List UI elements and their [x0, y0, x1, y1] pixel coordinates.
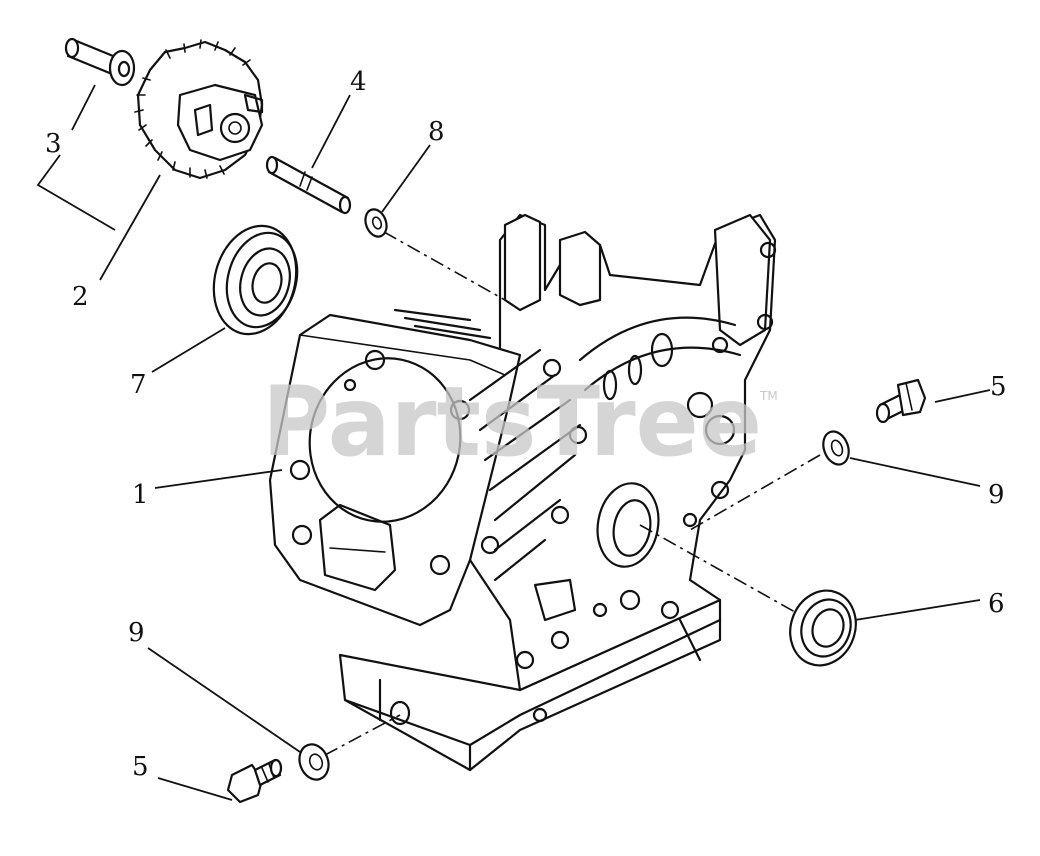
callout-9-lower: 9 [128, 618, 145, 648]
washer-small [364, 208, 388, 238]
callout-1: 1 [132, 480, 149, 510]
watermark-trademark: TM [759, 389, 778, 403]
callout-5-lower: 5 [132, 752, 149, 782]
washer-upper [822, 430, 850, 466]
bolt-upper [875, 378, 927, 424]
pin [265, 155, 352, 215]
callout-9-upper: 9 [988, 480, 1005, 510]
gear-shaft [64, 37, 136, 87]
callout-5-upper: 5 [990, 372, 1007, 402]
callout-3: 3 [45, 129, 62, 159]
leader-lines [36, 84, 991, 801]
oil-seal [789, 589, 857, 667]
crankcase [268, 213, 777, 772]
watermark: PartsTree TM [262, 366, 778, 478]
callout-8: 8 [428, 117, 445, 147]
washer-lower [298, 743, 330, 781]
governor-gear [134, 39, 264, 180]
callout-4: 4 [350, 67, 367, 97]
callout-6: 6 [988, 589, 1005, 619]
watermark-text: PartsTree [262, 366, 762, 478]
bolt-lower [226, 758, 283, 804]
callout-labels: 3 2 4 8 7 1 5 9 6 9 5 [45, 67, 1007, 782]
callout-7: 7 [130, 370, 147, 400]
ball-bearing [212, 224, 299, 336]
callout-2: 2 [72, 282, 89, 312]
